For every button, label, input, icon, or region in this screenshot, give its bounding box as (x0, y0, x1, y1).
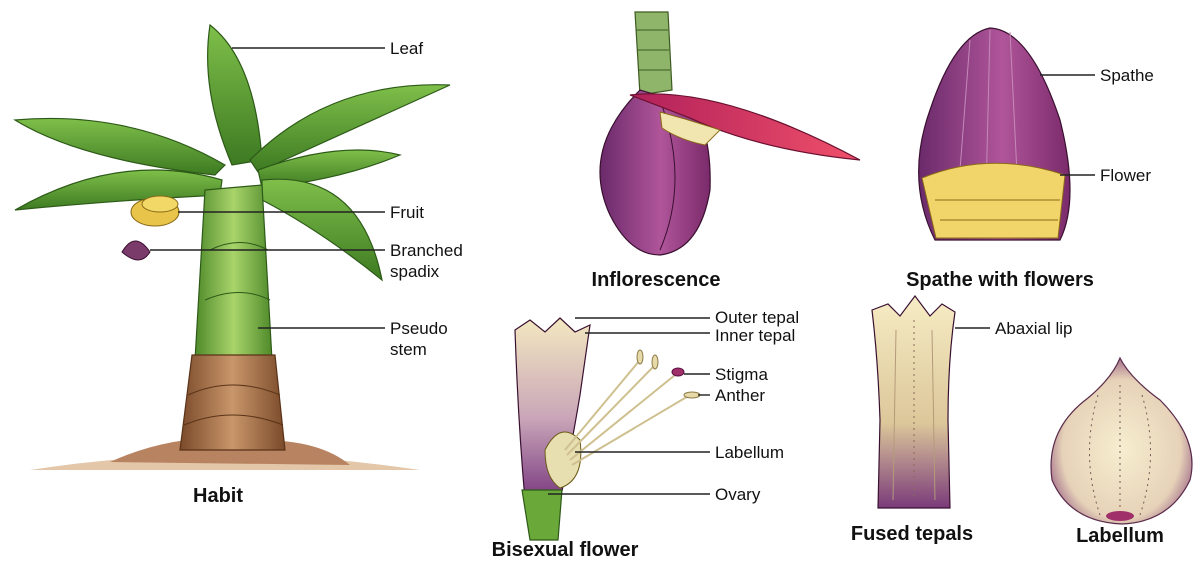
caption-bisexual-flower: Bisexual flower (492, 539, 639, 561)
label-ovary: Ovary (715, 485, 761, 504)
label-leaf: Leaf (390, 39, 423, 58)
label-spathe: Spathe (1100, 66, 1154, 85)
caption-fused-tepals: Fused tepals (851, 523, 973, 545)
label-anther: Anther (715, 386, 765, 405)
label-abaxial-lip: Abaxial lip (995, 319, 1073, 338)
caption-labellum: Labellum (1076, 525, 1164, 547)
label-pseudo: Pseudo (390, 319, 448, 338)
fused-tepals-illustration (872, 296, 990, 508)
spathe-flowers (922, 163, 1065, 238)
label-stigma: Stigma (715, 365, 768, 384)
labellum (1051, 358, 1192, 524)
caption-inflorescence: Inflorescence (592, 269, 721, 291)
leaf-left-lower (15, 170, 222, 210)
stem-base (180, 355, 285, 450)
habit-illustration (15, 25, 450, 470)
pseudo-stem (195, 185, 272, 360)
spadix-bud (122, 241, 150, 260)
stamens (565, 350, 700, 465)
label-stem: stem (390, 340, 427, 359)
inflorescence-illustration (600, 12, 860, 255)
label-inner-tepal: Inner tepal (715, 326, 795, 345)
peduncle (635, 12, 672, 95)
labellum-illustration (1051, 358, 1192, 524)
label-outer-tepal: Outer tepal (715, 308, 799, 327)
bisexual-flower-illustration (515, 318, 710, 540)
stigma (672, 368, 684, 376)
spathe-illustration (919, 28, 1095, 240)
label-branched: Branched (390, 241, 463, 260)
label-labellum-part: Labellum (715, 443, 784, 462)
fruit-bunch (131, 196, 179, 226)
label-spadix: spadix (390, 262, 440, 281)
ovary (522, 490, 562, 540)
caption-spathe: Spathe with flowers (906, 269, 1094, 291)
label-fruit: Fruit (390, 203, 424, 222)
caption-habit: Habit (193, 485, 243, 507)
label-flower: Flower (1100, 166, 1151, 185)
leaf-left-upper (15, 118, 225, 175)
leaf-top (208, 25, 262, 165)
leaf-right-lower (262, 179, 382, 280)
